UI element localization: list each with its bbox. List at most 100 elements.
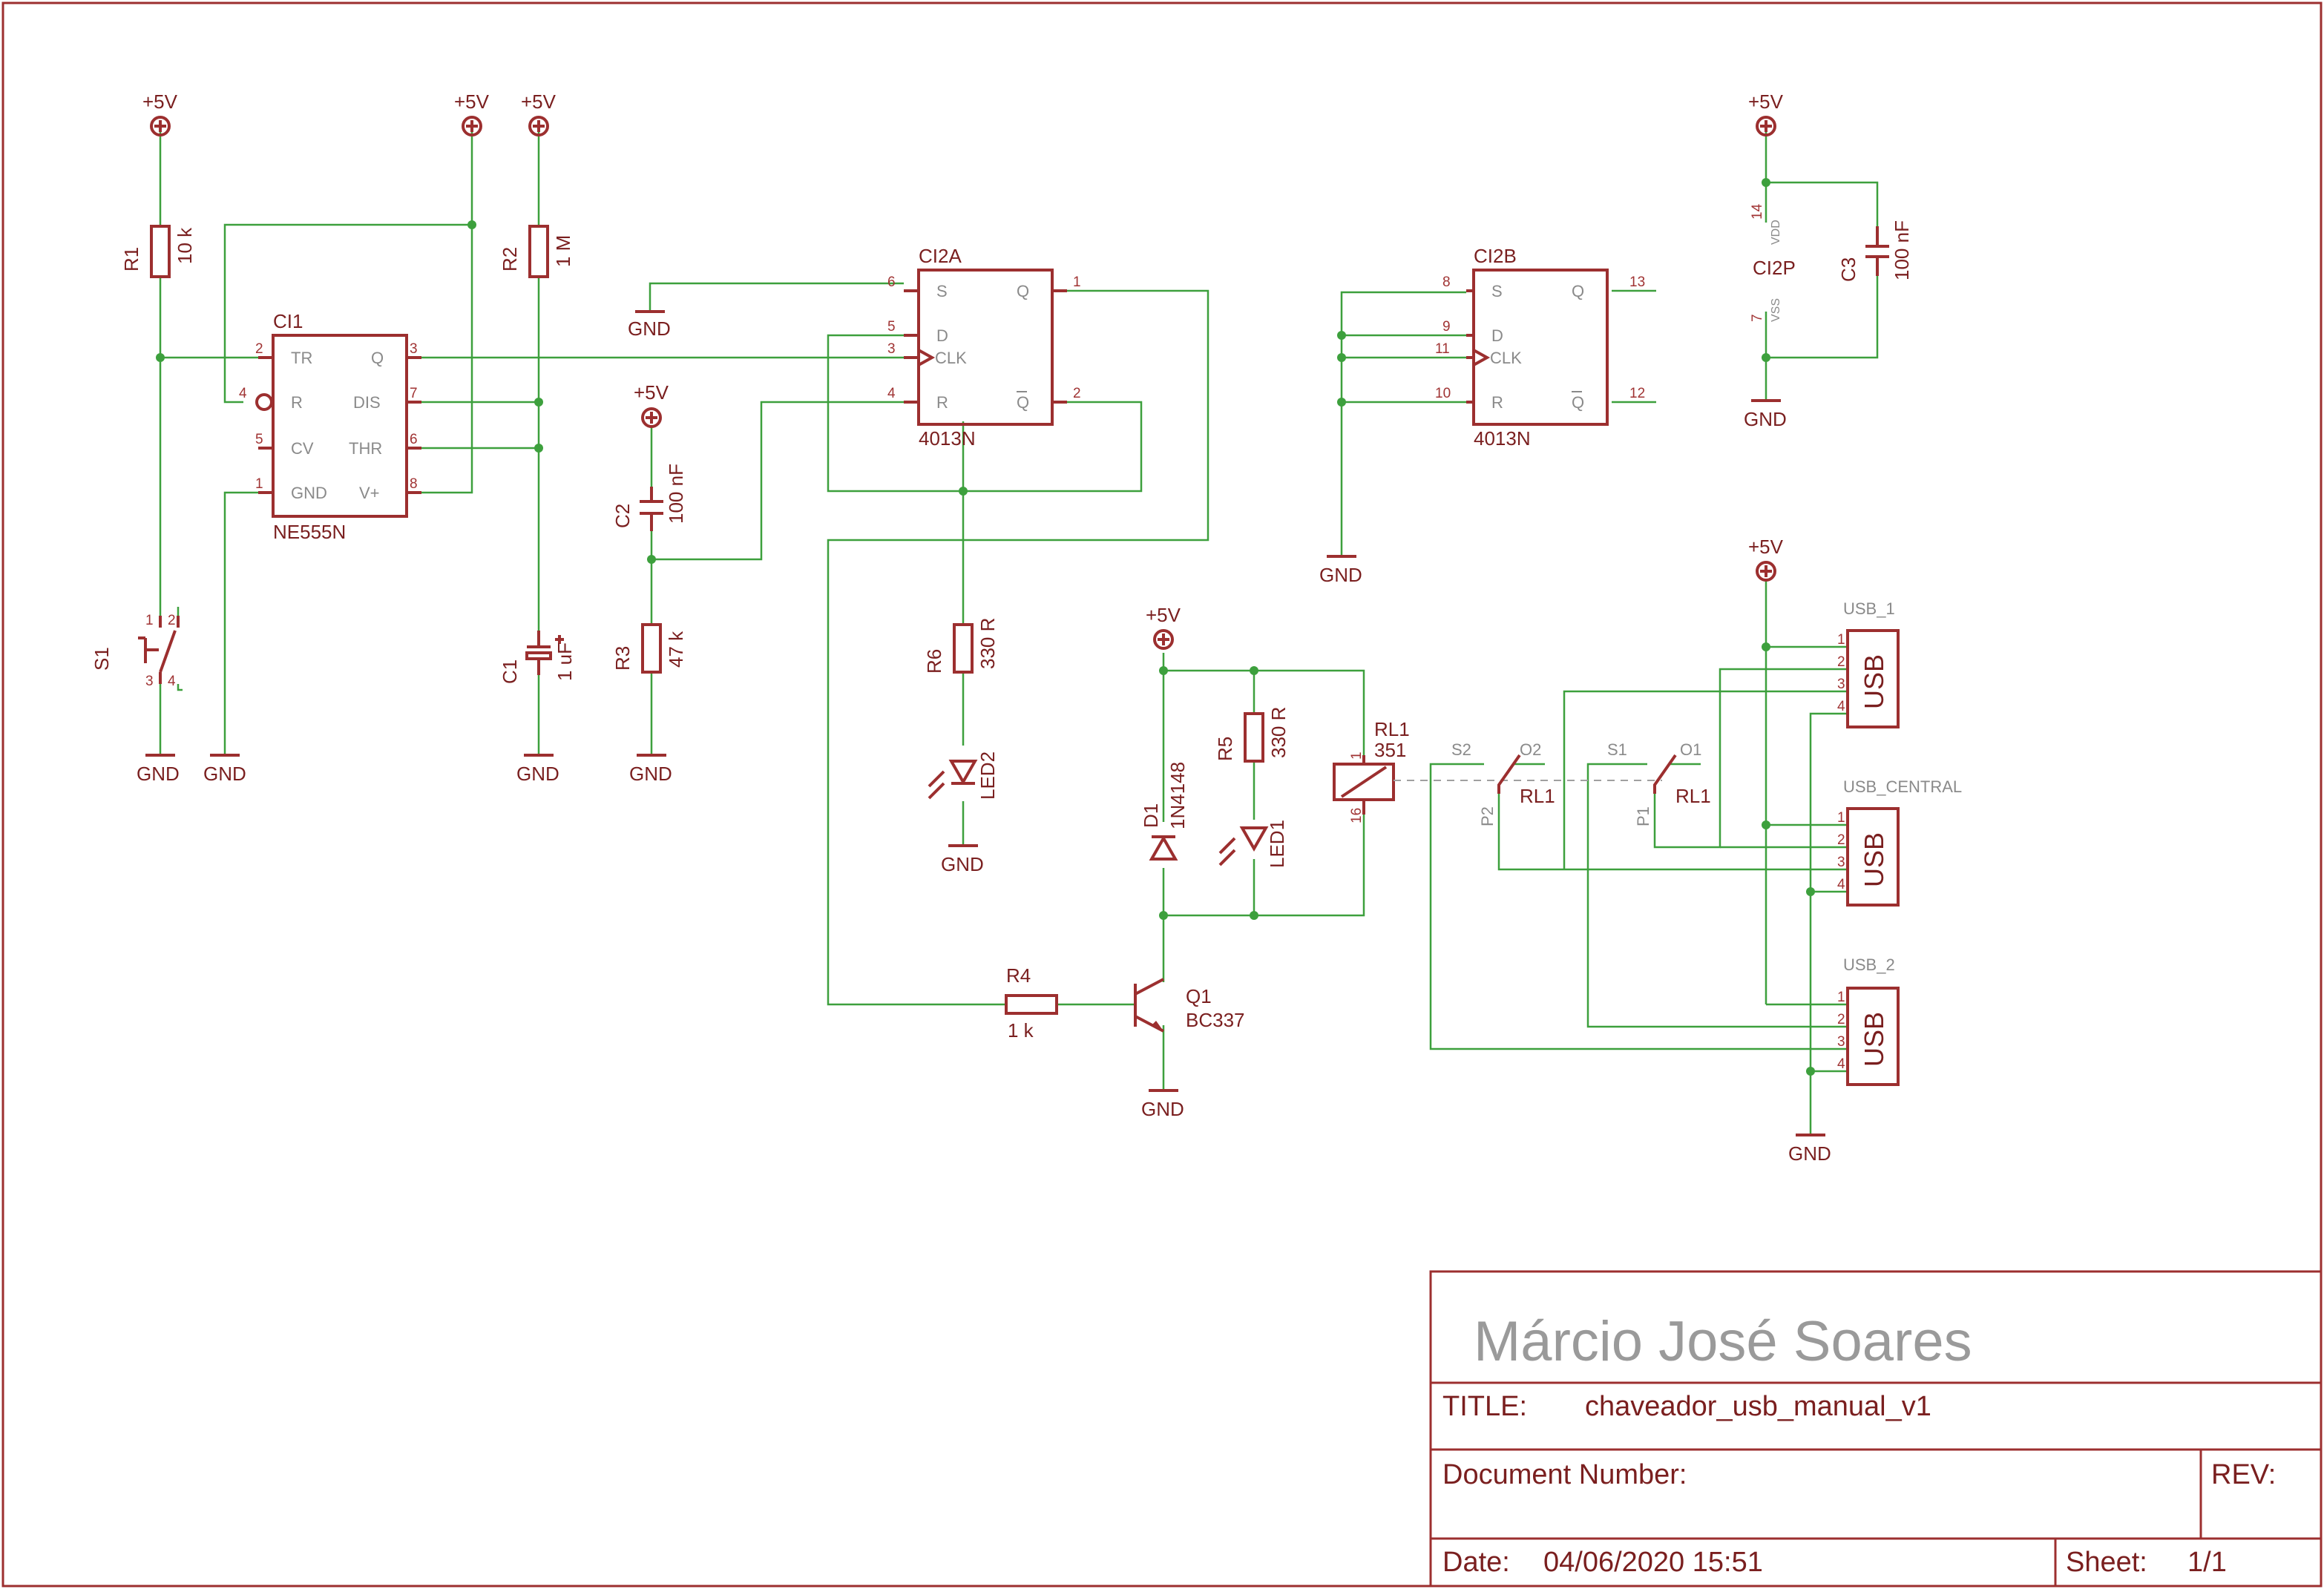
svg-text:3: 3 <box>887 341 896 357</box>
svg-text:+5V: +5V <box>454 91 490 113</box>
gnd-symbols: GND GND GND GND GND GND GND GND GND GND <box>137 310 1831 1165</box>
svg-text:USB_CENTRAL: USB_CENTRAL <box>1843 777 1962 796</box>
svg-text:VSS: VSS <box>1770 298 1782 322</box>
diode-d1: D1 1N4148 <box>1140 762 1189 861</box>
svg-text:+5V: +5V <box>1748 91 1784 113</box>
svg-text:4: 4 <box>239 386 247 401</box>
svg-text:Q: Q <box>371 349 384 367</box>
svg-text:4013N: 4013N <box>1474 427 1531 450</box>
svg-text:RL1: RL1 <box>1675 785 1711 807</box>
svg-text:S: S <box>1491 282 1503 300</box>
usb-connector-usb2: USB_2 USB 1 2 3 4 <box>1837 955 1900 1086</box>
junctions <box>156 178 1815 1076</box>
title-block: Márcio José Soares TITLE: chaveador_usb_… <box>1429 1270 2323 1588</box>
svg-text:R1: R1 <box>120 247 142 272</box>
vcc-symbols: +5V +5V +5V +5V +5V +5V +5V <box>142 91 1784 650</box>
gnd-q1: GND <box>1141 1089 1184 1120</box>
vcc-ci1: +5V <box>454 91 490 136</box>
wires <box>159 126 1879 1135</box>
vcc-r1: +5V <box>142 91 178 136</box>
gnd-ci2p: GND <box>1744 399 1787 430</box>
svg-text:9: 9 <box>1442 319 1451 335</box>
transistor-q1: Q1 BC337 <box>1134 978 1245 1033</box>
svg-text:330 R: 330 R <box>976 618 999 669</box>
svg-text:3: 3 <box>1837 1034 1845 1050</box>
gnd-r3: GND <box>629 754 672 785</box>
svg-text:NE555N: NE555N <box>273 521 346 543</box>
svg-text:P2: P2 <box>1478 806 1497 826</box>
svg-text:+5V: +5V <box>634 381 669 404</box>
usb-connector-central: USB_CENTRAL USB 1 2 3 4 <box>1837 777 1962 907</box>
svg-text:GND: GND <box>941 853 984 875</box>
resistor-r1: R1 10 k <box>120 225 196 278</box>
svg-text:USB: USB <box>1859 654 1889 709</box>
svg-text:1: 1 <box>1837 632 1845 648</box>
wire-q-r4 <box>827 289 1209 1006</box>
author-name: Márcio José Soares <box>1474 1310 1972 1373</box>
wire-usb-vcc <box>1765 580 1848 1006</box>
svg-text:CI1: CI1 <box>273 310 303 332</box>
gnd-s1: GND <box>137 754 180 785</box>
svg-text:R6: R6 <box>923 649 945 674</box>
svg-text:GND: GND <box>1319 564 1362 586</box>
wire-ci2b-ties <box>1340 291 1466 556</box>
svg-text:3: 3 <box>145 674 154 689</box>
svg-text:16: 16 <box>1349 808 1365 823</box>
svg-text:+5V: +5V <box>1146 604 1181 626</box>
svg-text:+5V: +5V <box>521 91 557 113</box>
svg-text:GND: GND <box>516 763 559 785</box>
svg-text:+5V: +5V <box>142 91 178 113</box>
svg-text:CI2B: CI2B <box>1474 245 1517 267</box>
svg-text:Q: Q <box>1572 282 1584 300</box>
svg-text:10 k: 10 k <box>174 227 196 264</box>
svg-text:S: S <box>936 282 948 300</box>
wire-d1-relay <box>1162 653 1365 982</box>
svg-text:D: D <box>936 326 948 345</box>
svg-text:4: 4 <box>168 674 176 689</box>
wire-usb-gnd <box>1809 712 1848 1135</box>
svg-text:R4: R4 <box>1006 964 1031 987</box>
svg-text:O1: O1 <box>1680 740 1701 759</box>
svg-text:Q1: Q1 <box>1186 985 1212 1007</box>
svg-text:USB: USB <box>1859 1012 1889 1067</box>
svg-text:R: R <box>1491 393 1503 412</box>
svg-text:2: 2 <box>1837 832 1845 848</box>
svg-text:1: 1 <box>145 613 154 628</box>
gnd-ci2b: GND <box>1319 555 1362 586</box>
svg-text:GND: GND <box>203 763 246 785</box>
resistor-r4: R4 1 k <box>1005 964 1058 1042</box>
sheet-value: 1/1 <box>2187 1547 2227 1578</box>
svg-text:2: 2 <box>1837 654 1845 670</box>
ic-ci1-ne555: CI1 NE555N TR R CV GND Q DIS THR V+ 2 4 … <box>239 310 421 543</box>
svg-text:4: 4 <box>1837 877 1845 892</box>
svg-text:C3: C3 <box>1837 257 1859 282</box>
wire-dis-thr <box>410 401 539 450</box>
svg-text:S1: S1 <box>1607 740 1627 759</box>
svg-text:6: 6 <box>887 274 896 290</box>
svg-text:1 M: 1 M <box>552 235 574 267</box>
svg-text:Q: Q <box>1017 282 1029 300</box>
svg-text:USB_1: USB_1 <box>1843 599 1895 618</box>
svg-text:2: 2 <box>255 341 263 357</box>
vcc-c2: +5V <box>634 381 669 428</box>
svg-text:R: R <box>291 393 303 412</box>
svg-text:GND: GND <box>291 484 327 502</box>
svg-text:8: 8 <box>1442 274 1451 290</box>
resistor-r6: R6 330 R <box>923 618 999 674</box>
svg-text:1: 1 <box>255 476 263 492</box>
vcc-d1: +5V <box>1146 604 1181 650</box>
svg-text:3: 3 <box>1837 855 1845 870</box>
wire-r1-trigger <box>159 126 258 616</box>
svg-text:S1: S1 <box>91 647 113 671</box>
svg-text:330 R: 330 R <box>1267 707 1290 758</box>
svg-text:14: 14 <box>1750 203 1765 220</box>
svg-text:1 uF: 1 uF <box>554 642 576 681</box>
wire-r-c2 <box>651 401 904 561</box>
svg-text:1: 1 <box>1073 274 1081 290</box>
svg-text:THR: THR <box>349 439 382 458</box>
svg-text:+5V: +5V <box>1748 536 1784 558</box>
gnd-ci1: GND <box>203 754 246 785</box>
ic-ci2b-4013: CI2B 4013N S D CLK R Q Q 8 9 11 10 13 12 <box>1435 245 1645 450</box>
wire-d-qbar <box>827 334 1143 493</box>
